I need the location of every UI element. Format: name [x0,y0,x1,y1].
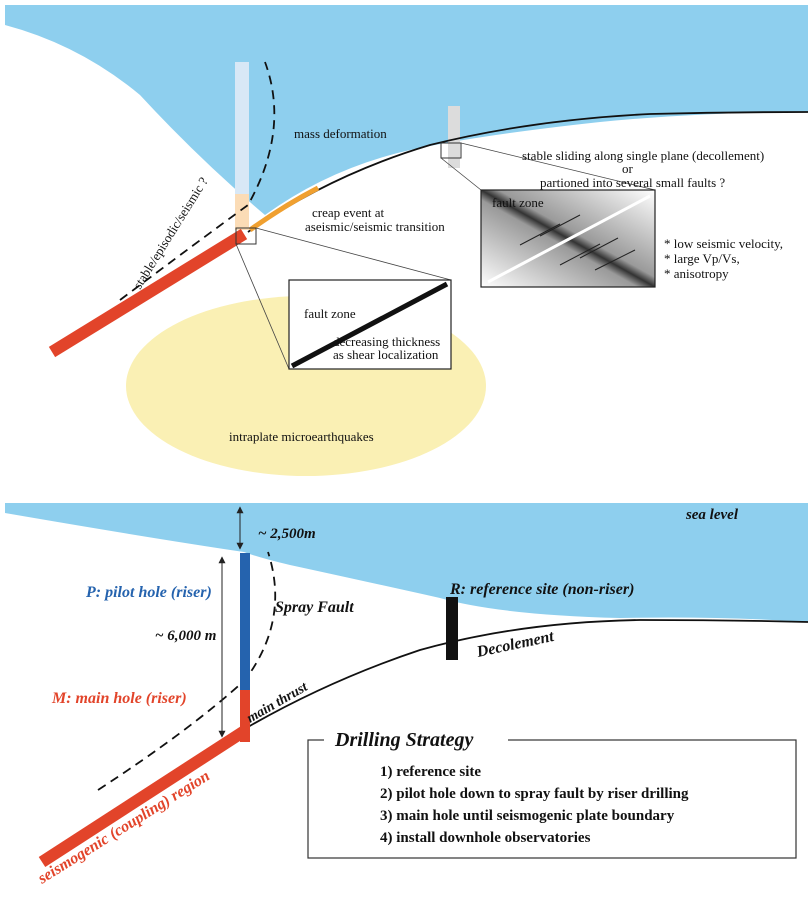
sea-water-bottom [5,503,808,622]
locator-box-left [235,227,257,245]
decolement-label: Decolement [474,628,556,661]
microearthquakes-label: intraplate microearthquakes [229,429,374,444]
creep-label: creap event at [312,205,385,220]
water-depth-label: ~ 2,500m [258,526,316,542]
hole-depth-label: ~ 6,000 m [155,628,216,644]
zoom-line [235,243,290,370]
fault-line-thin [290,281,449,369]
fault-zone-label-right: fault zone [492,195,544,210]
zoom-line [460,142,656,191]
bottom-panel: sea level ~ 2,500m ~ 6,000 m P: pilot ho… [5,503,809,888]
decollement-curve-bottom [247,619,809,728]
strategy-title-backdrop [324,728,508,750]
zoom-line [440,157,482,191]
locator-box-right [440,142,462,159]
strategy-title: Drilling Strategy [334,729,473,751]
strategy-item: 2) pilot hole down to spray fault by ris… [380,786,689,802]
zoom-line [255,227,452,281]
creep-segment [248,185,320,233]
main-hole-bar [240,690,250,742]
note-anisotropy: * anisotropy [664,266,729,281]
sea-water-top [5,5,808,215]
reference-borehole-pale [448,106,460,168]
fault-center-line [487,194,651,284]
seismogenic-boundary-top [48,228,248,358]
note-vpvs: * large Vp/Vs, [664,251,740,266]
creep-label-2: aseismic/seismic transition [305,219,445,234]
strategy-item: 1) reference site [380,764,481,780]
stable-sliding-or: or [622,161,634,176]
pilot-hole-bar [240,553,250,690]
strategy-item: 4) install downhole observatories [380,830,591,846]
fault-zone-label-left: fault zone [304,306,356,321]
reference-site-label: R: reference site (non-riser) [449,581,634,598]
borehole-upper-pale [235,62,249,194]
stable-sliding-label-2: partioned into several small faults ? [540,175,725,190]
decollement-curve-top [247,111,809,233]
main-thrust-label: main thrust [245,679,312,726]
shear-localization-label: as shear localization [333,347,439,362]
mass-deformation-label: mass deformation [294,126,387,141]
strategy-item: 3) main hole until seismogenic plate bou… [380,808,675,824]
strategy-box [307,739,797,859]
note-velocity: * low seismic velocity, [664,236,783,251]
seismogenic-boundary-bottom [38,724,250,868]
spray-fault-label: Spray Fault [275,599,354,616]
main-hole-label: M: main hole (riser) [51,690,187,707]
shear-fabric [519,214,636,271]
stable-sliding-label: stable sliding along single plane (decol… [522,148,764,163]
top-panel: mass deformation stable/episodic/seismic… [5,5,809,476]
seismogenic-region-label: seismogenic (coupling) region [34,767,213,888]
pilot-hole-label: P: pilot hole (riser) [85,584,212,601]
reference-site-bar [446,597,458,660]
sea-level-label: sea level [685,507,739,523]
borehole-lower-pale [235,194,249,230]
decreasing-thickness-label: decreasing thickness [333,334,440,349]
